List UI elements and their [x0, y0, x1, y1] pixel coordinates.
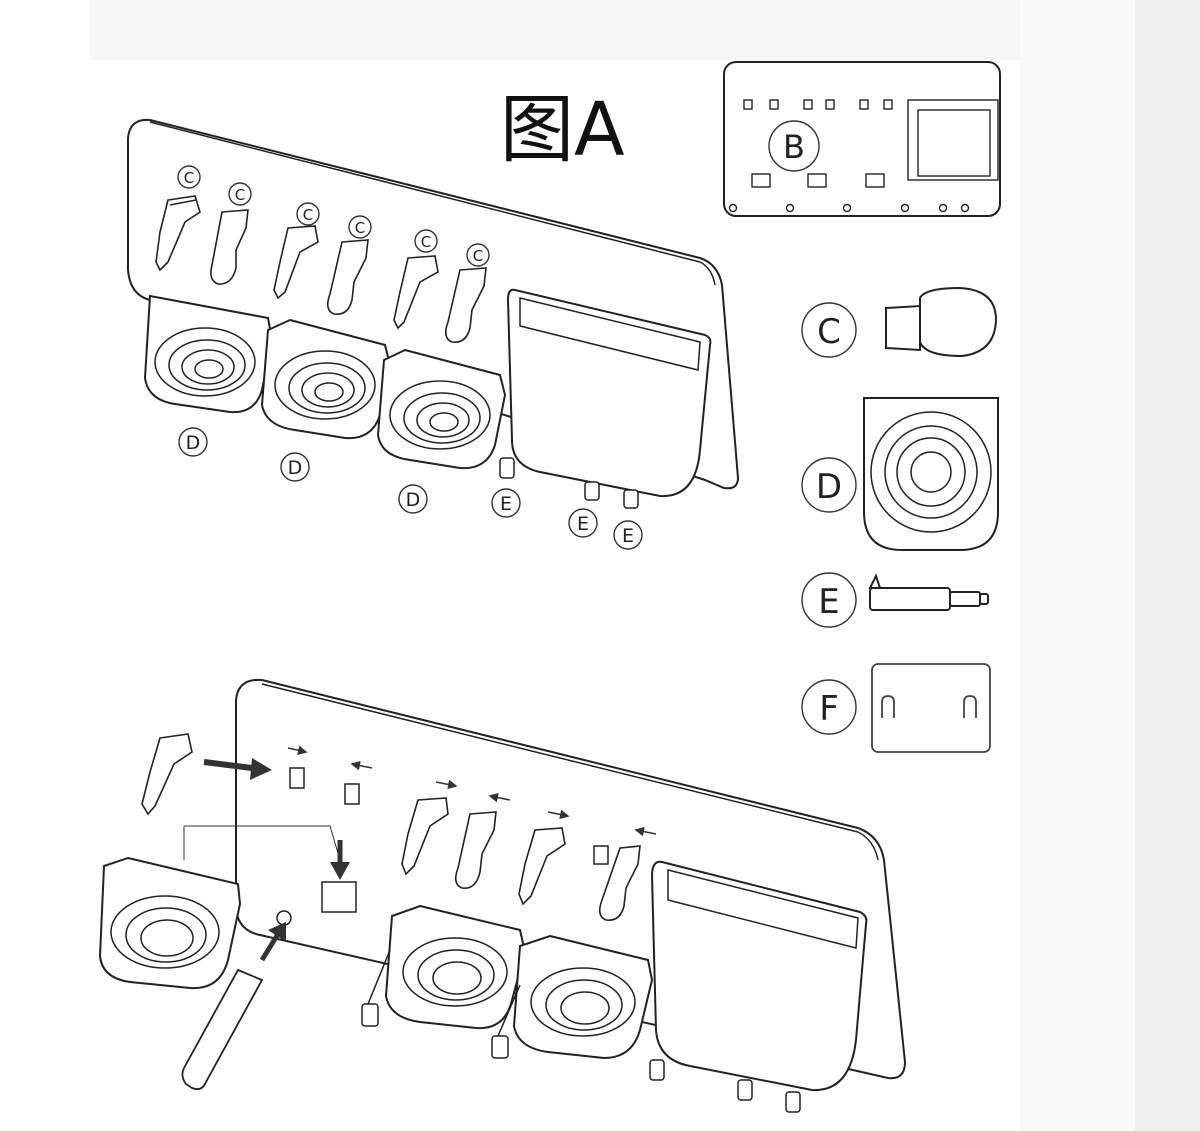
side-gray-panel: [1135, 0, 1200, 1131]
svg-text:F: F: [819, 689, 839, 729]
svg-text:C: C: [235, 186, 245, 204]
figure-title: 图A: [500, 87, 625, 173]
holder-c-4: [326, 239, 369, 316]
part-d-cup: [863, 397, 999, 551]
svg-text:E: E: [577, 513, 589, 535]
svg-text:C: C: [817, 312, 841, 352]
storage-basket: [506, 288, 712, 498]
svg-text:C: C: [421, 233, 431, 251]
detached-pin: [181, 968, 264, 1091]
holder-c-2: [210, 209, 249, 285]
label-e: E: [801, 572, 857, 628]
svg-text:D: D: [186, 432, 201, 454]
labels-e-top: E E E: [491, 488, 643, 550]
label-c: C: [801, 302, 857, 358]
svg-text:C: C: [473, 247, 483, 265]
label-b: B: [768, 120, 820, 172]
cup-d-1: [143, 294, 274, 414]
svg-text:E: E: [818, 582, 839, 622]
svg-text:C: C: [184, 169, 194, 187]
page-margin-top: [90, 0, 1020, 60]
svg-text:D: D: [406, 489, 421, 511]
part-c-holder: [885, 286, 998, 358]
pin-e-2: [584, 481, 600, 501]
svg-text:E: E: [500, 493, 512, 515]
svg-text:B: B: [783, 128, 805, 166]
assembled-rack: [127, 118, 740, 509]
part-e-pin: [868, 573, 989, 611]
holder-c-6: [444, 267, 487, 344]
detached-holder: [141, 733, 193, 816]
svg-text:D: D: [816, 467, 842, 507]
labels-d-top: D D D: [178, 427, 428, 514]
holder-c-1: [155, 195, 201, 272]
part-f-plate: [871, 663, 991, 753]
svg-text:C: C: [355, 219, 365, 237]
pin-e-3: [623, 489, 639, 509]
svg-text:D: D: [288, 457, 303, 479]
page-margin-left: [0, 0, 90, 1131]
detached-cup: [98, 856, 242, 990]
label-d: D: [801, 457, 857, 513]
holder-c-3: [273, 225, 319, 300]
label-f: F: [801, 679, 857, 735]
assembly-arrows: [183, 745, 657, 962]
labels-c-top: C C C C C C: [177, 165, 490, 267]
cup-d-3: [376, 348, 507, 470]
svg-text:C: C: [303, 206, 313, 224]
holder-c-5: [393, 255, 439, 330]
part-b-back-panel: [723, 61, 1001, 217]
exploded-rack: [235, 678, 907, 1113]
page-margin-right: [1020, 0, 1135, 1131]
svg-text:E: E: [622, 525, 634, 547]
pin-e-1: [499, 457, 515, 479]
